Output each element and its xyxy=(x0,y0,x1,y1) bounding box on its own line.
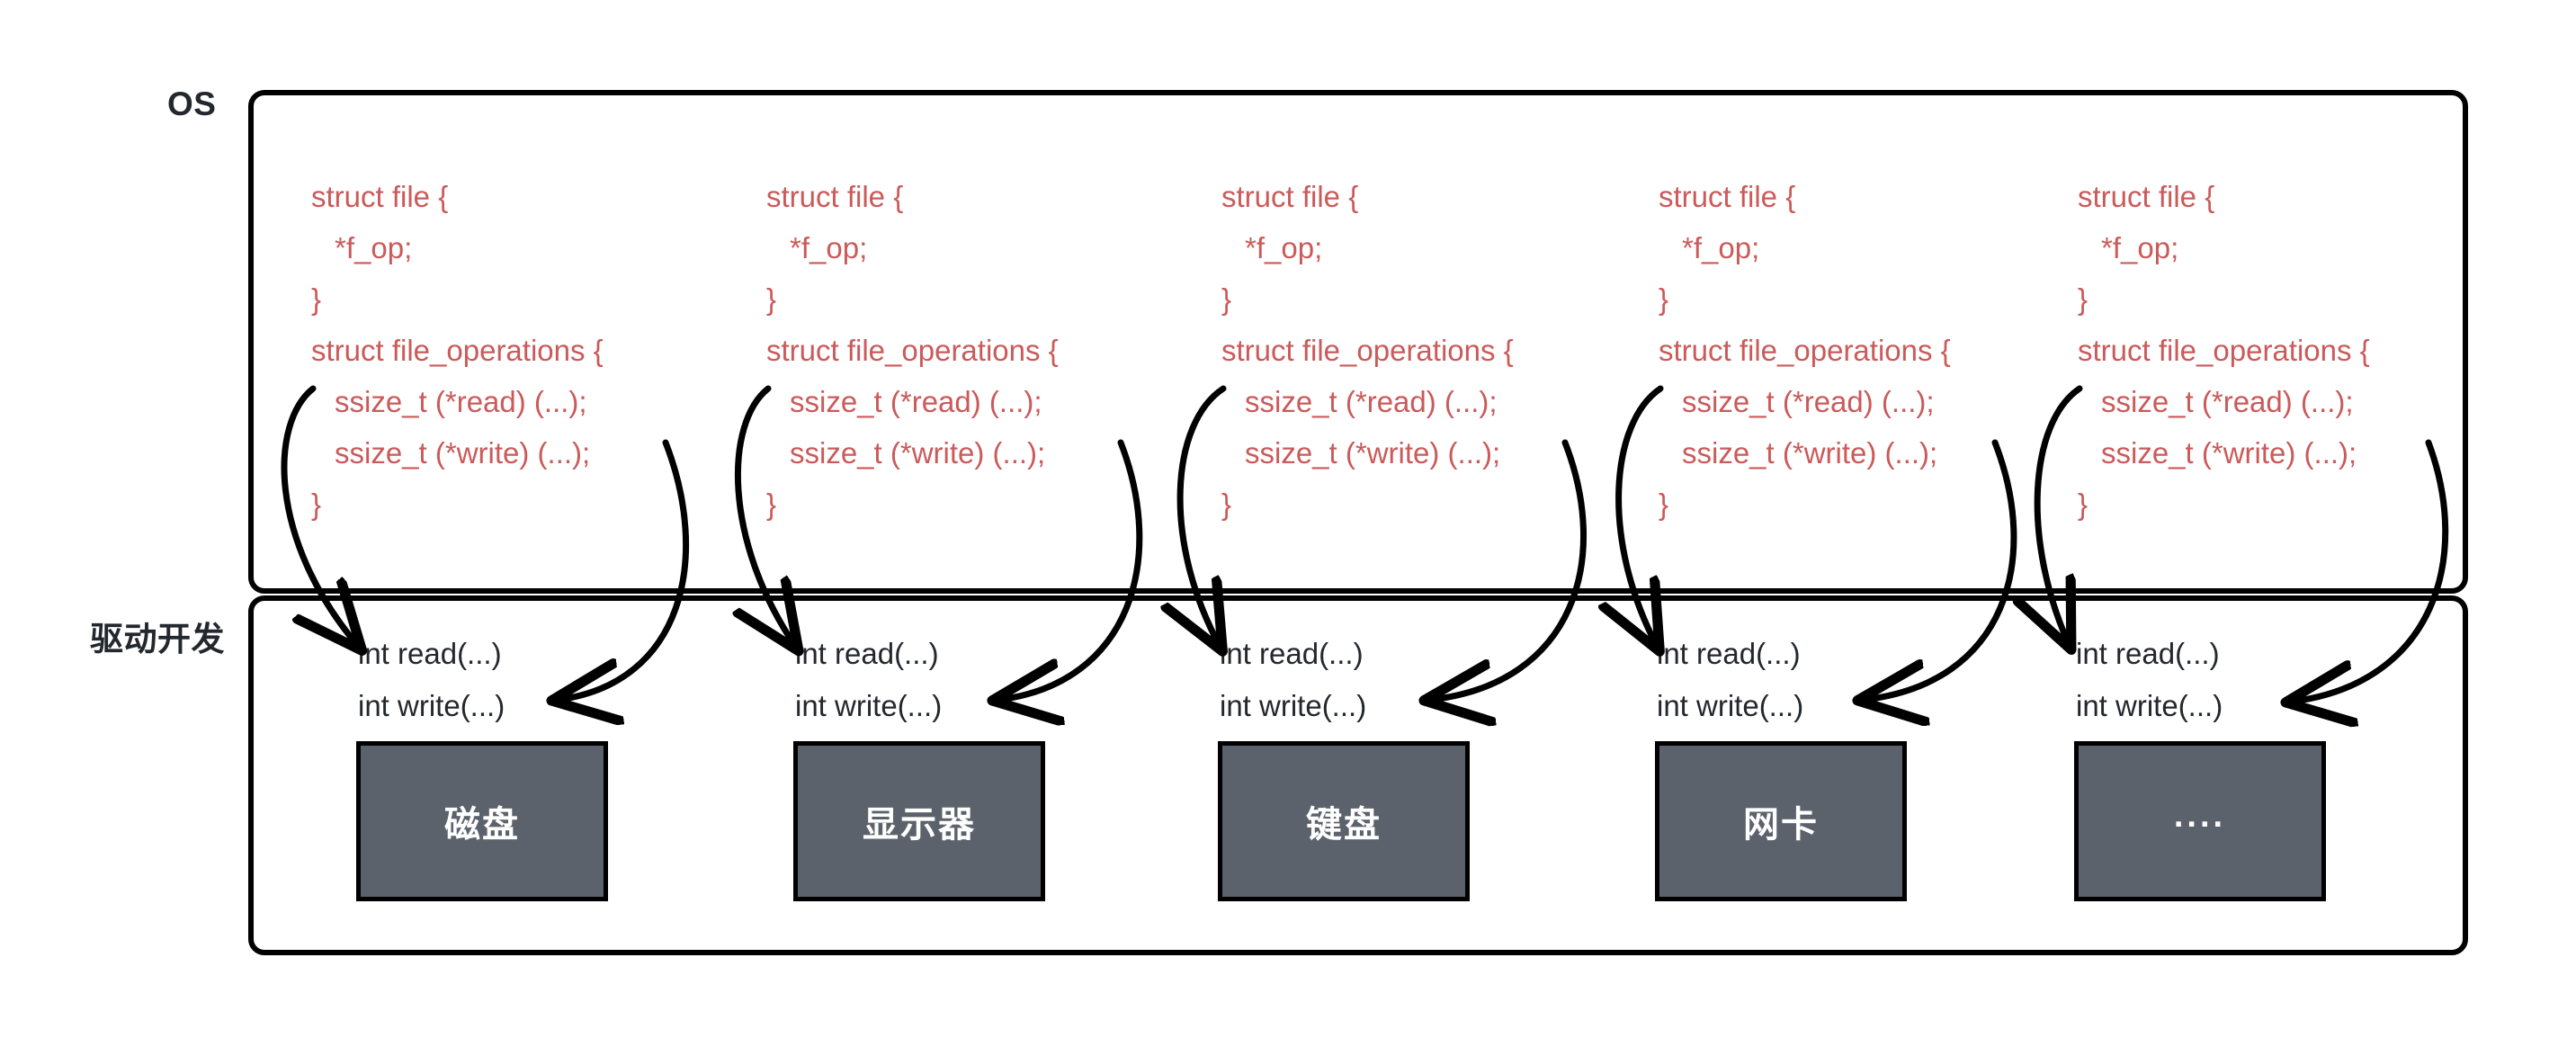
code-line-write: ssize_t (*write) (...); xyxy=(1682,436,1938,470)
driver-code-column-4: int read(...) int write(...) xyxy=(1657,628,2053,732)
driver-line-read: int read(...) xyxy=(795,637,939,670)
os-code-column-4: struct file { *f_op; } struct file_opera… xyxy=(1659,171,2072,530)
driver-line-read: int read(...) xyxy=(1657,637,1801,670)
code-line: *f_op; xyxy=(790,231,868,264)
code-line: struct file { xyxy=(1221,180,1359,213)
os-region-box xyxy=(248,90,2468,594)
code-line: } xyxy=(766,282,777,316)
layer-label-driver: 驱动开发 xyxy=(90,621,225,658)
driver-line-write: int write(...) xyxy=(1220,689,1367,722)
os-code-column-3: struct file { *f_op; } struct file_opera… xyxy=(1221,171,1635,530)
code-line: } xyxy=(2078,282,2089,316)
driver-code-column-3: int read(...) int write(...) xyxy=(1220,628,1615,732)
driver-line-write: int write(...) xyxy=(795,689,943,722)
code-line: } xyxy=(766,488,777,521)
code-line: *f_op; xyxy=(1245,231,1323,264)
os-code-column-5: struct file { *f_op; } struct file_opera… xyxy=(2078,171,2491,530)
code-line: } xyxy=(1659,282,1669,316)
code-line-write: ssize_t (*write) (...); xyxy=(2101,436,2357,470)
code-line: } xyxy=(2078,488,2089,521)
code-line: struct file_operations { xyxy=(311,334,604,367)
driver-code-column-2: int read(...) int write(...) xyxy=(795,628,1191,732)
driver-region-box xyxy=(248,595,2468,955)
code-line: *f_op; xyxy=(1682,231,1760,264)
code-line-read: ssize_t (*read) (...); xyxy=(2101,385,2354,418)
code-line: *f_op; xyxy=(2101,231,2179,264)
os-code-column-1: struct file { *f_op; } struct file_opera… xyxy=(311,171,725,530)
code-line: } xyxy=(1221,488,1232,521)
code-line: } xyxy=(311,488,322,521)
device-label: 磁盘 xyxy=(444,805,520,845)
code-line: } xyxy=(311,282,322,316)
device-label: .... xyxy=(2173,796,2227,835)
code-line: struct file { xyxy=(1659,180,1796,213)
code-line: *f_op; xyxy=(335,231,413,264)
device-box-disk: 磁盘 xyxy=(356,741,608,901)
code-line: struct file { xyxy=(766,180,904,213)
device-box-network-card: 网卡 xyxy=(1655,741,1907,901)
device-label: 显示器 xyxy=(863,805,976,845)
layer-label-os: OS xyxy=(167,85,217,122)
driver-code-column-5: int read(...) int write(...) xyxy=(2076,628,2472,732)
code-line-read: ssize_t (*read) (...); xyxy=(1245,385,1498,418)
device-label: 键盘 xyxy=(1306,805,1382,845)
driver-code-column-1: int read(...) int write(...) xyxy=(358,628,754,732)
driver-line-read: int read(...) xyxy=(1220,637,1364,670)
driver-line-write: int write(...) xyxy=(2076,689,2223,722)
device-label: 网卡 xyxy=(1743,805,1819,845)
driver-line-write: int write(...) xyxy=(1657,689,1804,722)
os-code-column-2: struct file { *f_op; } struct file_opera… xyxy=(766,171,1180,530)
code-line-read: ssize_t (*read) (...); xyxy=(1682,385,1935,418)
code-line: } xyxy=(1659,488,1669,521)
code-line-write: ssize_t (*write) (...); xyxy=(1245,436,1501,470)
device-box-keyboard: 键盘 xyxy=(1218,741,1470,901)
code-line: struct file_operations { xyxy=(1221,334,1514,367)
code-line-write: ssize_t (*write) (...); xyxy=(335,436,591,470)
code-line-read: ssize_t (*read) (...); xyxy=(335,385,587,418)
code-line-write: ssize_t (*write) (...); xyxy=(790,436,1046,470)
code-line: struct file { xyxy=(2078,180,2215,213)
code-line: struct file { xyxy=(311,180,449,213)
driver-line-read: int read(...) xyxy=(2076,637,2220,670)
code-line: struct file_operations { xyxy=(2078,334,2370,367)
device-box-monitor: 显示器 xyxy=(793,741,1045,901)
code-line: struct file_operations { xyxy=(766,334,1059,367)
code-line: struct file_operations { xyxy=(1659,334,1951,367)
device-box-others: .... xyxy=(2074,741,2326,901)
driver-line-read: int read(...) xyxy=(358,637,502,670)
code-line: } xyxy=(1221,282,1232,316)
driver-line-write: int write(...) xyxy=(358,689,505,722)
code-line-read: ssize_t (*read) (...); xyxy=(790,385,1042,418)
